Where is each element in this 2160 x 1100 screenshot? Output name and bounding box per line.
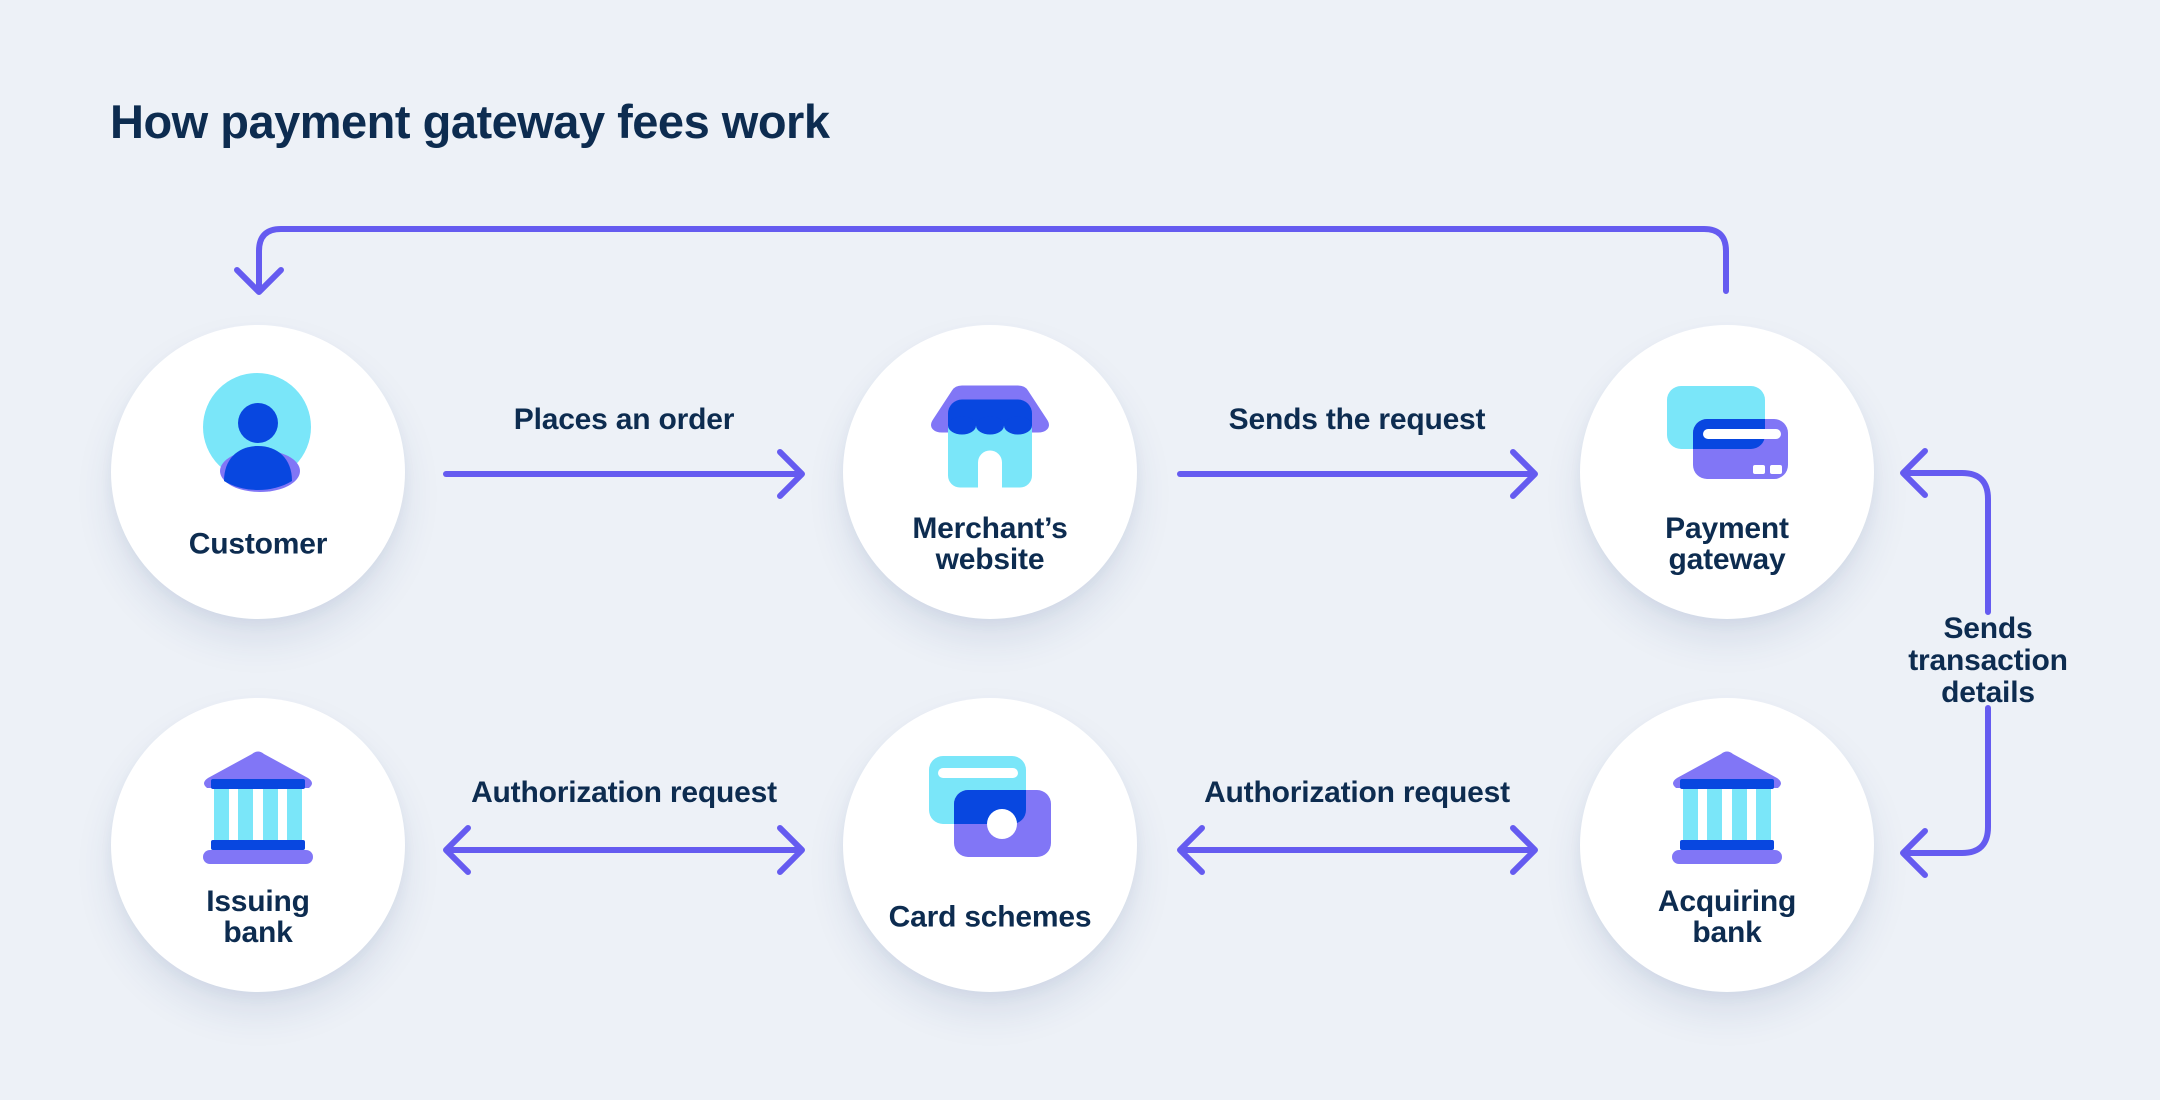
bank-icon [1667, 748, 1787, 864]
edge-txn-details-top-line [1902, 470, 1991, 615]
edge-txn-details-top-arrowhead-icon [1900, 448, 1928, 498]
node-label-acquiring-bank: Acquiring bank [1657, 885, 1797, 949]
node-merchant-website: Merchant’s website [843, 325, 1137, 619]
bank-icon [198, 748, 318, 864]
node-label-customer: Customer [188, 527, 328, 561]
node-label-payment-gateway: Payment gateway [1665, 512, 1789, 576]
payment-cards-icon [1665, 385, 1789, 481]
edge-label-authorization-request-1: Authorization request [471, 776, 777, 809]
node-label-card-schemes: Card schemes [888, 900, 1092, 934]
edge-gateway-to-customer-arrowhead-icon [234, 267, 284, 295]
overlapping-cards-icon [927, 754, 1053, 858]
node-payment-gateway: Payment gateway [1580, 325, 1874, 619]
edge-label-sends-transaction-details: Sends transaction details [1908, 612, 2068, 709]
edge-label-places-order: Places an order [513, 403, 735, 436]
edge-gateway-to-customer-line [256, 226, 1729, 294]
person-icon [198, 372, 318, 494]
node-label-merchant-website: Merchant’s website [912, 512, 1068, 576]
edge-txn-details-bottom-arrowhead-icon [1900, 828, 1928, 878]
node-issuing-bank: Issuing bank [111, 698, 405, 992]
edge-auth1-right-arrowhead-icon [777, 825, 805, 875]
edge-label-sends-request: Sends the request [1228, 403, 1486, 436]
edge-label-authorization-request-2: Authorization request [1204, 776, 1510, 809]
node-card-schemes: Card schemes [843, 698, 1137, 992]
edge-sends-request-arrowhead-icon [1510, 449, 1538, 499]
node-label-issuing-bank: Issuing bank [206, 885, 310, 949]
storefront-icon [925, 376, 1055, 491]
node-customer: Customer [111, 325, 405, 619]
edge-auth2-left-arrowhead-icon [1177, 825, 1205, 875]
page-title: How payment gateway fees work [110, 95, 830, 148]
edge-txn-details-bottom-line [1902, 705, 1991, 856]
edge-places-order-arrowhead-icon [777, 449, 805, 499]
node-acquiring-bank: Acquiring bank [1580, 698, 1874, 992]
edge-auth1-left-arrowhead-icon [443, 825, 471, 875]
edge-auth2-right-arrowhead-icon [1510, 825, 1538, 875]
